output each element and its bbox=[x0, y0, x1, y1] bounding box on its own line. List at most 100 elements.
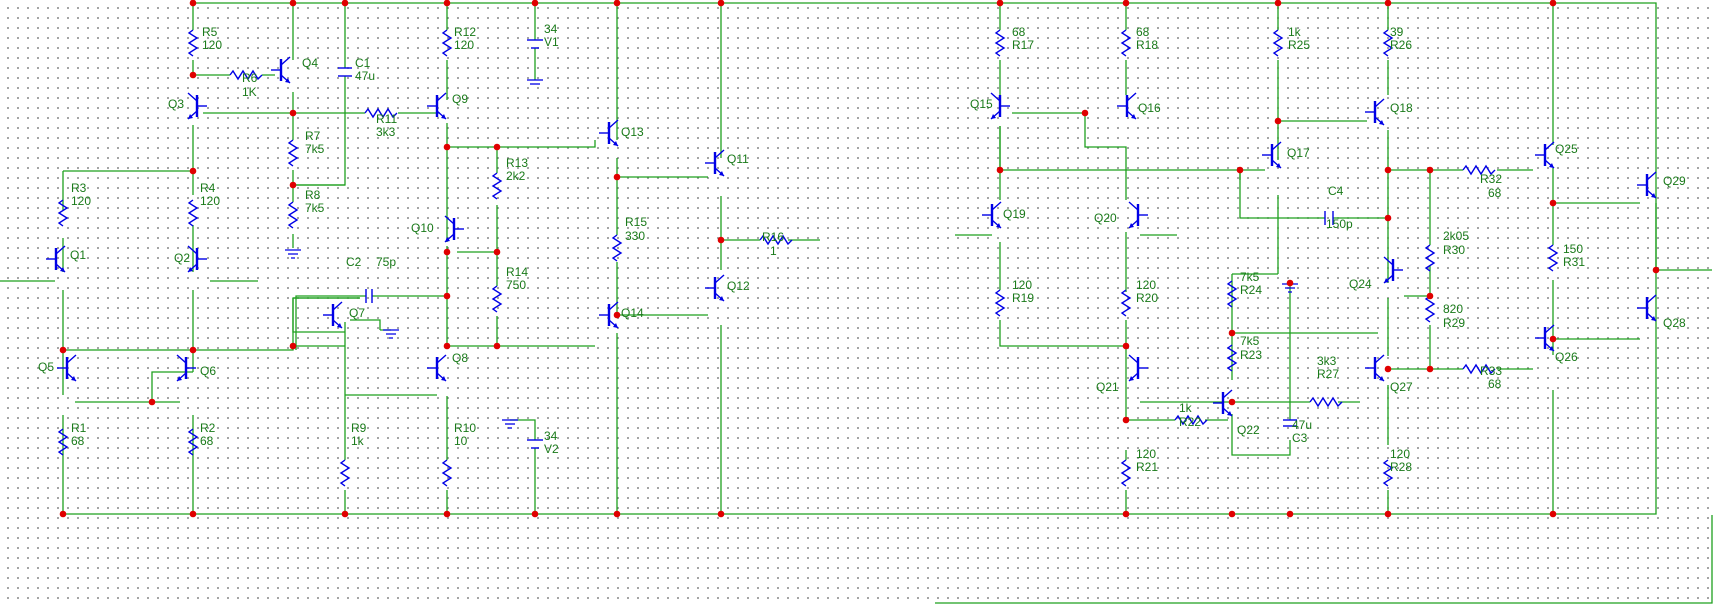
resistor-R32[interactable] bbox=[1462, 164, 1496, 176]
label-r20: R20 bbox=[1136, 291, 1158, 305]
resistor-R33[interactable] bbox=[1462, 363, 1496, 375]
transistor-Q9[interactable] bbox=[427, 92, 447, 120]
transistor-Q22[interactable] bbox=[1213, 389, 1233, 417]
resistor-R14[interactable] bbox=[491, 285, 503, 313]
transistor-Q26[interactable] bbox=[1535, 324, 1555, 352]
label-150: 150 bbox=[1563, 242, 1583, 256]
resistor-R28[interactable] bbox=[1382, 459, 1394, 487]
transistor-Q10[interactable] bbox=[444, 215, 464, 243]
transistor-Q14[interactable] bbox=[599, 301, 619, 329]
voltage-source-V1[interactable] bbox=[527, 39, 543, 85]
resistor-R12[interactable] bbox=[441, 29, 453, 57]
label-q4: Q4 bbox=[302, 56, 318, 70]
transistor-Q28[interactable] bbox=[1637, 294, 1657, 322]
label-7k5: 7k5 bbox=[305, 142, 325, 156]
label-r19: R19 bbox=[1012, 291, 1034, 305]
resistor-R1[interactable] bbox=[57, 428, 69, 456]
junction-dot bbox=[443, 143, 451, 151]
label-150p: 150p bbox=[1326, 217, 1353, 231]
resistor-R9[interactable] bbox=[339, 459, 351, 487]
label-q19: Q19 bbox=[1003, 207, 1026, 221]
transistor-Q3[interactable] bbox=[187, 92, 207, 120]
transistor-Q4[interactable] bbox=[271, 56, 291, 84]
resistor-R16[interactable] bbox=[759, 234, 793, 246]
transistor-Q11[interactable] bbox=[705, 149, 725, 177]
resistor-R20[interactable] bbox=[1120, 289, 1132, 317]
capacitor-C1[interactable] bbox=[338, 67, 352, 77]
label-120: 120 bbox=[1136, 278, 1156, 292]
voltage-source-V2[interactable] bbox=[502, 419, 543, 449]
transistor-Q8[interactable] bbox=[427, 354, 447, 382]
label-120: 120 bbox=[200, 194, 220, 208]
resistor-R2[interactable] bbox=[187, 428, 199, 456]
resistor-R31[interactable] bbox=[1547, 244, 1559, 272]
transistor-Q21[interactable] bbox=[1128, 354, 1148, 382]
transistor-Q6[interactable] bbox=[176, 354, 196, 382]
resistor-R30[interactable] bbox=[1424, 244, 1436, 272]
junction-dot bbox=[717, 510, 725, 518]
label-r24: R24 bbox=[1240, 283, 1262, 297]
resistor-R24[interactable] bbox=[1226, 280, 1238, 308]
transistor-Q7[interactable] bbox=[323, 301, 343, 329]
capacitor-C3[interactable] bbox=[1283, 419, 1297, 427]
junction-dot bbox=[341, 0, 349, 7]
transistor-Q18[interactable] bbox=[1365, 98, 1385, 126]
label-r8: R8 bbox=[305, 188, 321, 202]
resistor-R11[interactable] bbox=[364, 107, 398, 119]
label-v2: V2 bbox=[544, 442, 559, 456]
resistor-R18[interactable] bbox=[1120, 29, 1132, 57]
resistor-R26[interactable] bbox=[1382, 29, 1394, 57]
resistor-R23[interactable] bbox=[1226, 344, 1238, 372]
junction-dot bbox=[189, 510, 197, 518]
label-120: 120 bbox=[202, 38, 222, 52]
resistor-R17[interactable] bbox=[994, 29, 1006, 57]
resistor-R8[interactable] bbox=[287, 201, 299, 229]
resistor-R6[interactable] bbox=[229, 69, 263, 81]
transistor-Q5[interactable] bbox=[57, 354, 77, 382]
resistor-R3[interactable] bbox=[57, 199, 69, 227]
transistor-Q25[interactable] bbox=[1535, 141, 1555, 169]
resistor-R22[interactable] bbox=[1174, 414, 1208, 426]
transistor-Q1[interactable] bbox=[46, 245, 66, 273]
resistor-R4[interactable] bbox=[187, 199, 199, 227]
transistor-Q20[interactable] bbox=[1128, 201, 1148, 229]
transistor-Q15[interactable] bbox=[990, 92, 1010, 120]
transistor-Q2[interactable] bbox=[187, 245, 207, 273]
transistor-Q24[interactable] bbox=[1383, 256, 1403, 284]
label-47u: 47u bbox=[355, 69, 375, 83]
label-q26: Q26 bbox=[1555, 350, 1578, 364]
junction-dot bbox=[1122, 510, 1130, 518]
resistor-R5[interactable] bbox=[187, 29, 199, 57]
transistor-Q17[interactable] bbox=[1262, 141, 1282, 169]
resistor-R15[interactable] bbox=[611, 234, 623, 262]
junction-dot bbox=[443, 292, 451, 300]
junction-dot bbox=[1122, 342, 1130, 350]
resistor-R13[interactable] bbox=[491, 172, 503, 200]
resistor-R19[interactable] bbox=[994, 289, 1006, 317]
resistor-R25[interactable] bbox=[1272, 29, 1284, 57]
capacitor-C4[interactable] bbox=[1324, 211, 1334, 225]
junction-dot bbox=[1384, 214, 1392, 222]
transistor-Q29[interactable] bbox=[1637, 171, 1657, 199]
junction-dot bbox=[1426, 166, 1434, 174]
transistor-Q27[interactable] bbox=[1365, 354, 1385, 382]
resistor-R29[interactable] bbox=[1424, 295, 1436, 323]
capacitor-C2[interactable] bbox=[365, 289, 373, 303]
transistor-Q12[interactable] bbox=[705, 274, 725, 302]
resistor-R27[interactable] bbox=[1309, 396, 1343, 408]
transistor-Q16[interactable] bbox=[1117, 92, 1137, 120]
label-q28: Q28 bbox=[1663, 316, 1686, 330]
transistor-Q13[interactable] bbox=[599, 119, 619, 147]
resistor-R10[interactable] bbox=[441, 459, 453, 487]
label-r3: R3 bbox=[71, 181, 87, 195]
label-q22: Q22 bbox=[1237, 423, 1260, 437]
capacitors-and-sources bbox=[285, 39, 1334, 449]
label-r1: R1 bbox=[71, 421, 87, 435]
label-q18: Q18 bbox=[1390, 101, 1413, 115]
resistor-R7[interactable] bbox=[287, 139, 299, 167]
resistors bbox=[57, 29, 1559, 487]
transistor-Q19[interactable] bbox=[982, 201, 1002, 229]
resistor-R21[interactable] bbox=[1120, 459, 1132, 487]
